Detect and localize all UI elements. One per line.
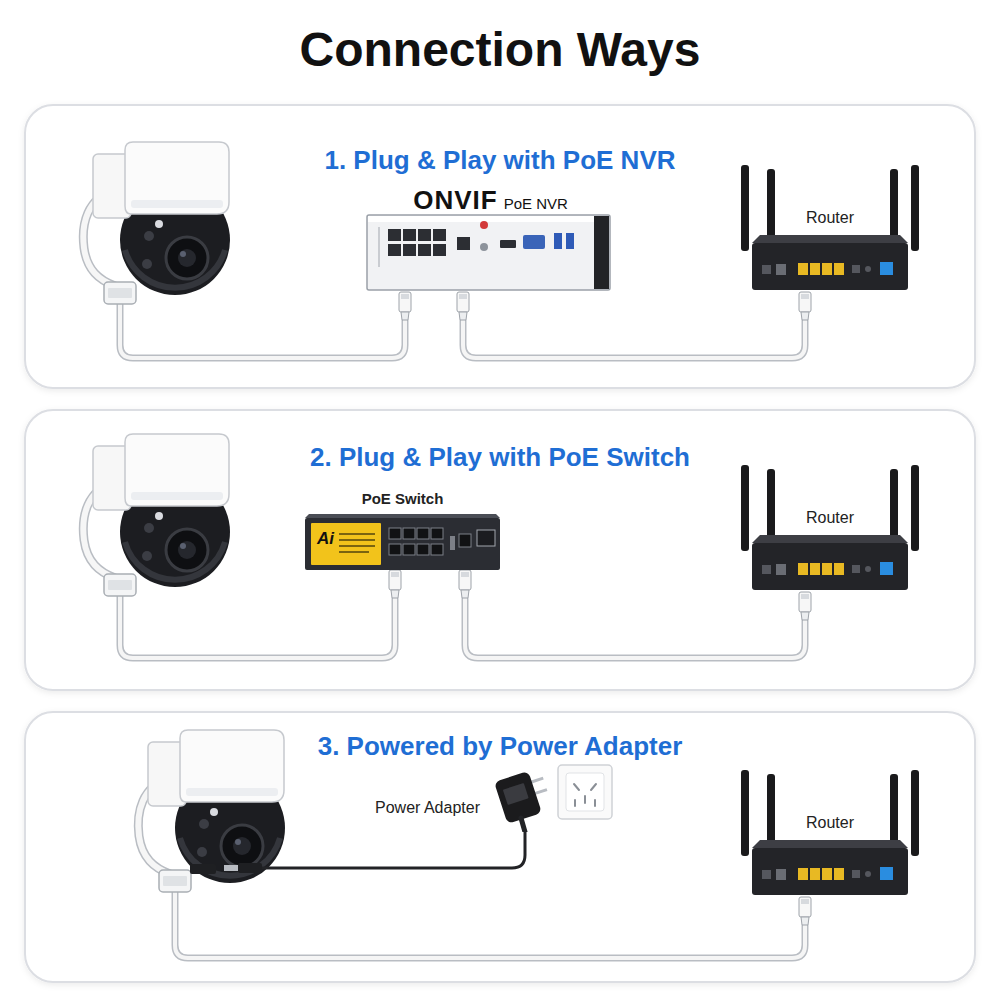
heading-holder: 2. Plug & Play with PoE Switch: [25, 442, 975, 472]
panel-heading: 2. Plug & Play with PoE Switch: [310, 442, 690, 472]
brand-label: ONVIF: [413, 185, 497, 215]
heading-holder: 1. Plug & Play with PoE NVR: [25, 145, 975, 175]
router-art: [740, 465, 920, 592]
router: Router: [740, 770, 920, 897]
title-holder: Connection Ways: [0, 22, 1000, 78]
nvr-label-row: ONVIF PoE NVR: [366, 185, 615, 215]
router-label-holder: Router: [740, 509, 920, 527]
router-art: [740, 165, 920, 292]
connection-panel: 1. Plug & Play with PoE NVR ONVIF PoE NVR R…: [25, 105, 975, 388]
poe-nvr: ONVIF PoE NVR: [366, 185, 615, 292]
router-art: [740, 770, 920, 897]
panel-heading: 3. Powered by Power Adapter: [318, 731, 683, 761]
brand-mark: Ai: [317, 529, 334, 549]
router: Router: [740, 465, 920, 592]
label-holder: Ai: [317, 529, 334, 549]
panel-heading: 1. Plug & Play with PoE NVR: [324, 145, 675, 175]
heading-holder: 3. Powered by Power Adapter: [25, 731, 975, 761]
connection-panel: 2. Plug & Play with PoE SwitchPoE Switch…: [25, 410, 975, 690]
router-label-holder: Router: [740, 209, 920, 227]
router-label-holder: Router: [740, 814, 920, 832]
device-label: PoE Switch: [362, 490, 444, 508]
device-label: Power Adapter: [375, 799, 480, 817]
device-label: PoE NVR: [504, 195, 568, 213]
device-label: Router: [806, 509, 854, 527]
ethernet-cable: [457, 292, 811, 358]
device-label: Router: [806, 814, 854, 832]
poe-switch: PoE SwitchAi: [305, 488, 500, 570]
power-adapter: Power Adapter: [375, 770, 555, 832]
switch-label-holder: PoE Switch: [305, 490, 500, 508]
page-title: Connection Ways: [300, 22, 701, 78]
adapter-label-holder: Power Adapter: [375, 799, 480, 817]
connection-panel: 3. Powered by Power AdapterPower Adapter…: [25, 712, 975, 982]
router: Router: [740, 165, 920, 292]
device-label: Router: [806, 209, 854, 227]
